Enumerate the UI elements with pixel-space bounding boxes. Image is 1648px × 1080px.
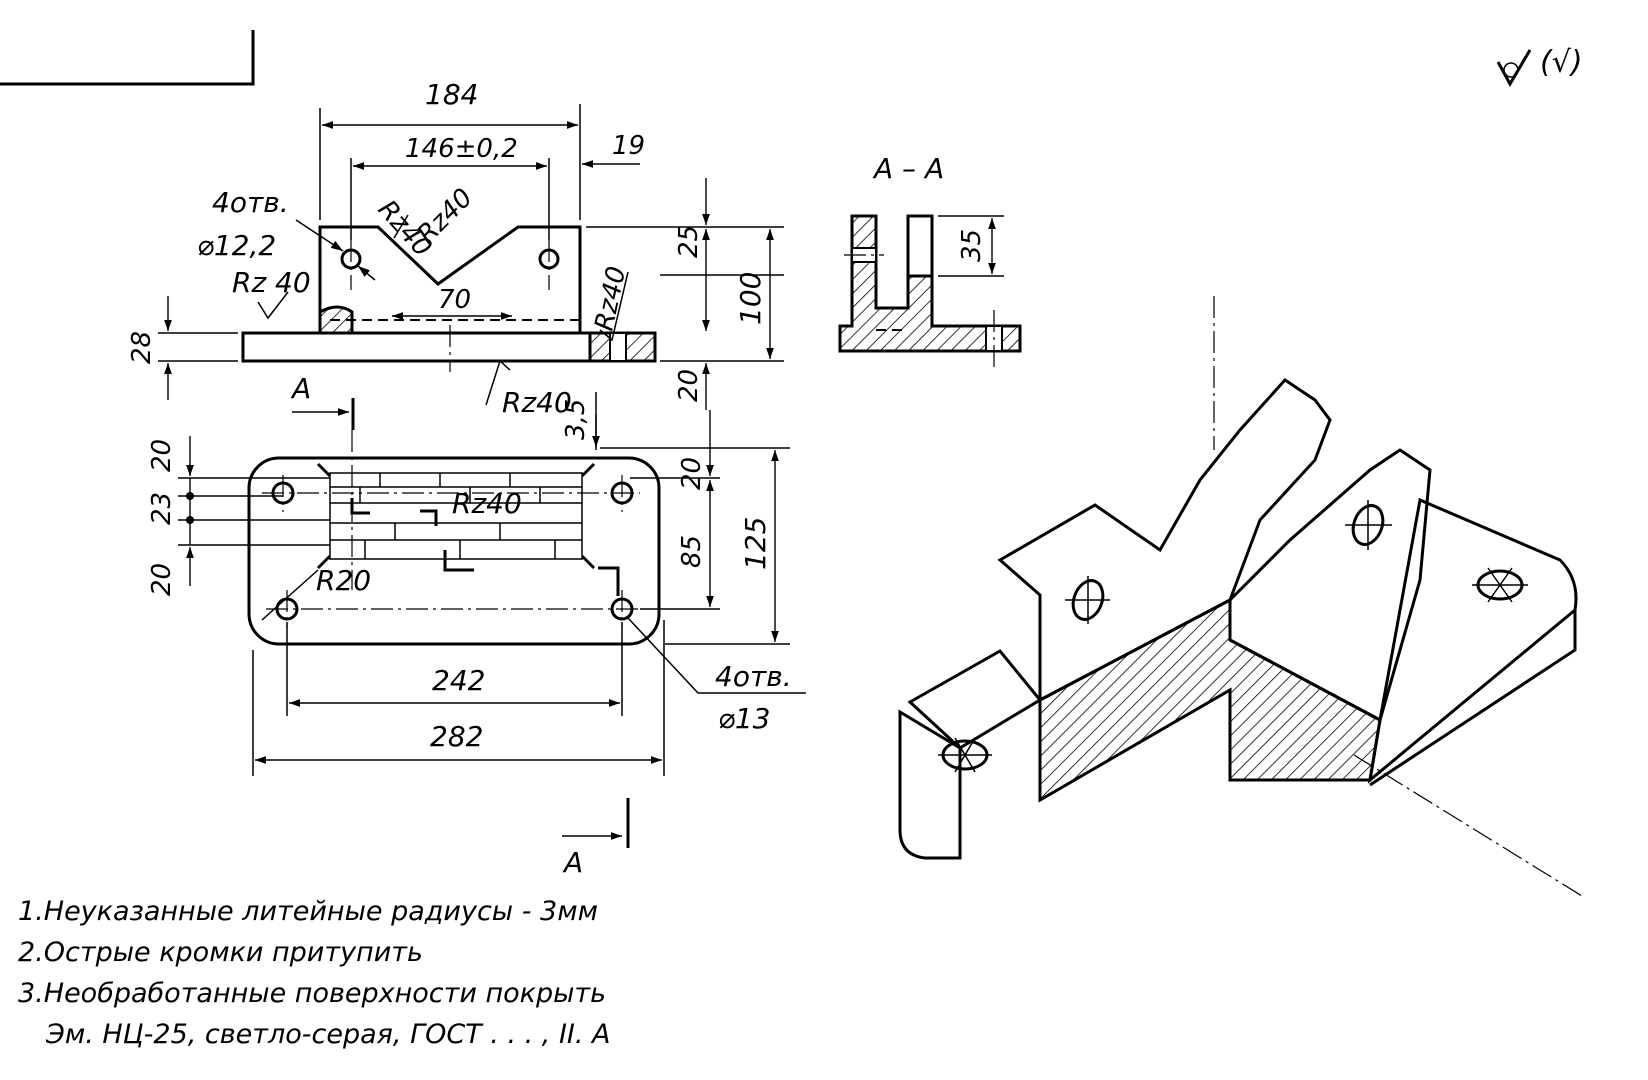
- label-4holes-13: 4отв.: [715, 660, 792, 693]
- section-a-a: A – A 35: [838, 152, 1022, 372]
- dim-28: 28: [127, 331, 157, 364]
- dim-23: 23: [147, 492, 177, 525]
- note-2: 2.Острые кромки притупить: [18, 937, 423, 968]
- dim-125: 125: [739, 517, 772, 570]
- front-view: 184 146±0,2 19 4отв. ⌀12,2 Rz40 Rz40 Rz …: [127, 78, 784, 430]
- label-4holes: 4отв.: [212, 186, 289, 219]
- dim-20-a: 20: [674, 369, 704, 402]
- label-diameter-13: ⌀13: [718, 702, 771, 735]
- roughness-v-right: Rz40: [412, 183, 479, 250]
- section-title: A – A: [872, 152, 944, 185]
- dim-19: 19: [612, 131, 645, 161]
- note-3: 3.Необработанные поверхности покрыть: [18, 978, 606, 1009]
- note-1: 1.Неуказанные литейные радиусы - 3мм: [18, 896, 598, 927]
- dim-35: 35: [957, 229, 987, 262]
- roughness-symbol-text: (√): [1540, 45, 1583, 80]
- isometric-view: [898, 296, 1583, 897]
- dim-25: 25: [674, 225, 704, 258]
- dim-3-5: 3,5: [561, 399, 591, 440]
- roughness-bottom: Rz40: [502, 386, 572, 419]
- roughness-center: Rz40: [452, 487, 522, 520]
- roughness-left: Rz 40: [232, 266, 311, 299]
- dim-100: 100: [734, 272, 767, 325]
- title-block-corner: [0, 30, 255, 86]
- dim-242: 242: [432, 664, 485, 697]
- dim-20-plan-right: 20: [677, 457, 707, 490]
- section-mark-a-lower: A: [562, 846, 583, 879]
- roughness-symbol-general: (√): [1496, 45, 1583, 88]
- dim-282: 282: [430, 720, 483, 753]
- technical-notes: 1.Неуказанные литейные радиусы - 3мм 2.О…: [18, 896, 611, 1050]
- plan-view: 20 23 20 Rz40 R20 3,5 20 85 125 242 282 …: [147, 392, 806, 879]
- dim-85: 85: [677, 535, 707, 568]
- roughness-right-lug: Rz40: [590, 264, 633, 334]
- note-3-continued: Эм. НЦ-25, светло-серая, ГОСТ . . . , II…: [45, 1019, 611, 1050]
- dim-20-plan-bottom: 20: [147, 563, 177, 596]
- section-mark-a-upper: A: [290, 372, 311, 405]
- dim-146: 146±0,2: [405, 134, 518, 164]
- radius-r20: R20: [316, 564, 371, 597]
- label-diameter-12-2: ⌀12,2: [197, 229, 276, 262]
- dim-184: 184: [425, 78, 478, 111]
- dim-20-plan-top: 20: [147, 439, 177, 472]
- dim-70: 70: [438, 285, 471, 315]
